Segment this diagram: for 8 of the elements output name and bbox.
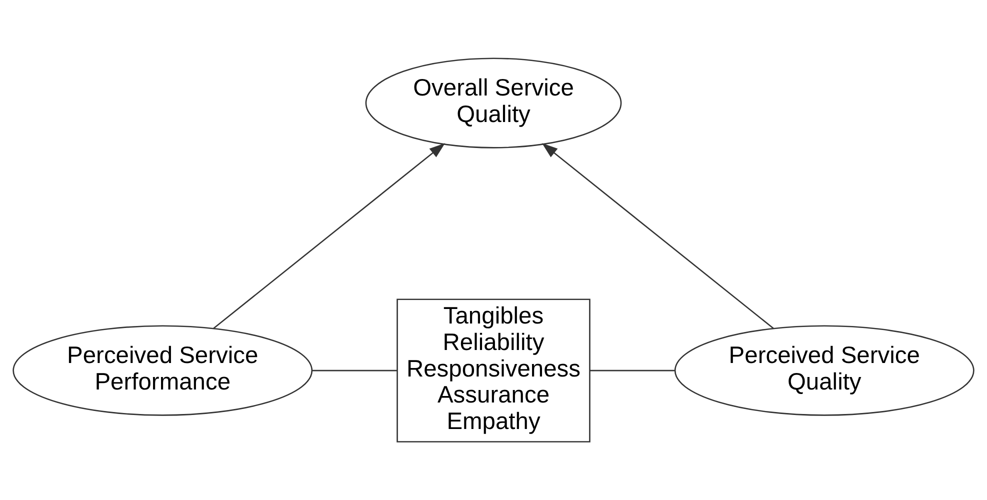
arrow (542, 143, 774, 329)
node-ellipse: Overall Service Quality (365, 58, 622, 148)
node-box: Tangibles Reliability Responsiveness Assurance Empathy (396, 298, 590, 442)
arrow (213, 143, 446, 329)
node-ellipse: Perceived Service Quality (674, 325, 974, 416)
node-ellipse: Perceived Service Performance (12, 325, 313, 416)
connector (590, 370, 676, 372)
connector (312, 370, 398, 372)
